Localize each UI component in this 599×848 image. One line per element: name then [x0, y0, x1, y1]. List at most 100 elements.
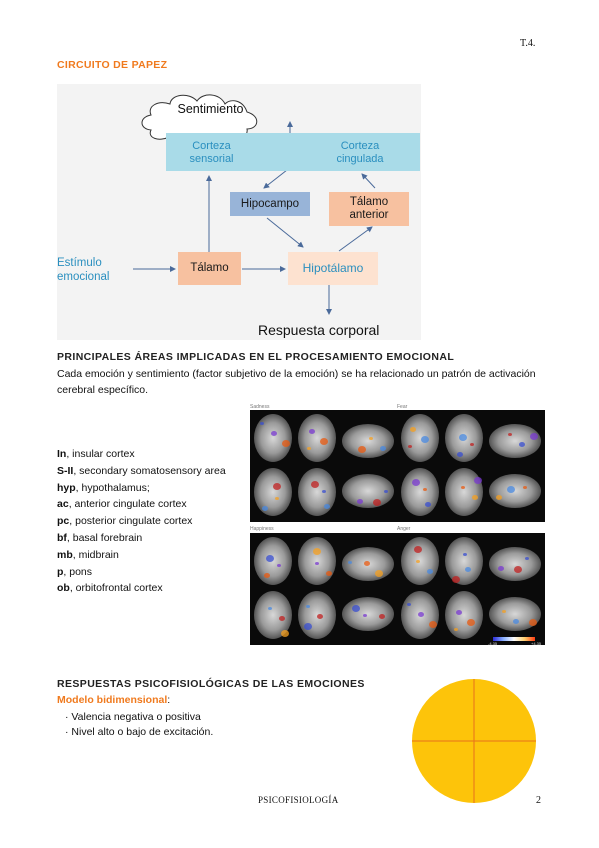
- model-label: Modelo bidimensional: [57, 694, 168, 706]
- brain-slice: [401, 468, 439, 516]
- activation-blob: [463, 553, 467, 556]
- activation-blob: [454, 628, 458, 631]
- activation-blob: [326, 571, 332, 576]
- legend-abbr: S-II: [57, 464, 74, 477]
- activation-blob: [313, 548, 321, 555]
- activation-blob: [472, 495, 478, 500]
- activation-blob: [465, 567, 471, 572]
- activation-blob: [513, 619, 519, 624]
- activation-blob: [496, 495, 502, 500]
- respuesta-corporal-label: Respuesta corporal: [258, 322, 380, 338]
- activation-blob: [457, 452, 463, 457]
- legend-item: ac, anterior cingulate cortex: [57, 496, 242, 513]
- activation-blob: [281, 630, 289, 637]
- activation-blob: [307, 447, 311, 450]
- activation-blob: [317, 614, 323, 619]
- activation-blob: [452, 576, 460, 583]
- brain-slice: [254, 468, 292, 516]
- activation-blob: [324, 504, 330, 509]
- activation-blob: [474, 477, 482, 484]
- activation-blob: [507, 486, 515, 493]
- brain-panel-anger: [397, 533, 545, 645]
- brain-slice: [445, 537, 483, 585]
- activation-blob: [427, 569, 433, 574]
- legend-abbr: p: [57, 565, 64, 578]
- activation-blob: [375, 570, 383, 577]
- activation-blob: [358, 446, 366, 453]
- bidimensional-circle: [412, 679, 536, 803]
- legend-desc: , posterior cingulate cortex: [69, 515, 193, 528]
- section-title-respuestas: RESPUESTAS PSICOFISIOLÓGICAS DE LAS EMOC…: [57, 678, 365, 690]
- diagram-arrows: [133, 94, 376, 315]
- activation-blob: [273, 483, 281, 490]
- brain-slice: [401, 537, 439, 585]
- legend-item: p, pons: [57, 564, 242, 581]
- colorbar: [493, 637, 535, 641]
- brain-slice: [254, 414, 292, 462]
- chapter-number: T.4.: [520, 38, 536, 49]
- brain-areas-legend: In, insular cortex S-II, secondary somat…: [57, 446, 242, 597]
- activation-blob: [277, 564, 281, 567]
- legend-desc: , pons: [63, 565, 93, 578]
- activation-blob: [421, 436, 429, 443]
- activation-blob: [264, 573, 270, 578]
- activation-blob: [523, 486, 527, 489]
- brain-slice: [401, 414, 439, 462]
- hipocampo-box: Hipocampo: [230, 192, 310, 216]
- colorbar-max: +4.35: [531, 641, 542, 646]
- activation-blob: [530, 433, 538, 440]
- panel-label-anger: Anger: [397, 526, 411, 532]
- sentimiento-label: Sentimiento: [177, 101, 244, 116]
- activation-blob: [311, 481, 319, 488]
- brain-slice: [298, 468, 336, 516]
- estimulo-emocional-label: Estímulo emocional: [57, 257, 110, 283]
- talamo-anterior-box: Tálamo anterior: [329, 192, 409, 226]
- activation-blob: [275, 497, 279, 500]
- brain-slice: [489, 547, 541, 581]
- legend-desc: , orbitofrontal cortex: [69, 582, 163, 595]
- activation-blob: [502, 610, 506, 613]
- corteza-band: [166, 133, 420, 171]
- activation-blob: [364, 561, 370, 566]
- activation-blob: [470, 443, 474, 446]
- legend-item: mb, midbrain: [57, 547, 242, 564]
- page-number: 2: [536, 795, 542, 806]
- activation-blob: [459, 434, 467, 441]
- colorbar-min: -4.35: [488, 641, 498, 646]
- activation-blob: [467, 619, 475, 626]
- list-item: · Valencia negativa o positiva: [65, 711, 201, 723]
- legend-desc: , midbrain: [72, 548, 119, 561]
- legend-abbr: In: [57, 448, 67, 460]
- legend-abbr: bf: [57, 531, 67, 544]
- activation-blob: [304, 623, 312, 630]
- legend-abbr: ac: [57, 498, 69, 511]
- legend-desc: , secondary somatosensory area: [73, 464, 226, 477]
- legend-abbr: pc: [57, 515, 70, 528]
- activation-blob: [525, 557, 529, 560]
- legend-desc: , hypothalamus;: [75, 481, 150, 494]
- activation-blob: [379, 614, 385, 619]
- activation-blob: [309, 429, 315, 434]
- activation-blob: [352, 605, 360, 612]
- activation-blob: [514, 566, 522, 573]
- activation-blob: [315, 562, 319, 565]
- section-title-areas: PRINCIPALES ÁREAS IMPLICADAS EN EL PROCE…: [57, 351, 455, 363]
- activation-blob: [373, 499, 381, 506]
- legend-item: S-II, secondary somatosensory area: [57, 463, 242, 480]
- panel-label-happiness: Happiness: [250, 526, 274, 532]
- legend-abbr: mb: [57, 548, 73, 561]
- activation-blob: [380, 446, 386, 451]
- model-line: Modelo bidimensional:: [57, 694, 170, 706]
- brain-slice: [254, 537, 292, 585]
- brain-slice: [489, 474, 541, 508]
- activation-blob: [407, 603, 411, 606]
- activation-blob: [384, 490, 388, 493]
- legend-item: ob, orbitofrontal cortex: [57, 580, 242, 597]
- corteza-sensorial-label: Corteza sensorial: [189, 140, 234, 165]
- brain-panel-fear: [397, 410, 545, 522]
- section-paragraph-areas: Cada emoción y sentimiento (factor subje…: [57, 368, 536, 396]
- activation-blob: [369, 437, 373, 440]
- activation-blob: [412, 479, 420, 486]
- activation-blob: [408, 445, 412, 448]
- brain-panel-sadness: [250, 410, 398, 522]
